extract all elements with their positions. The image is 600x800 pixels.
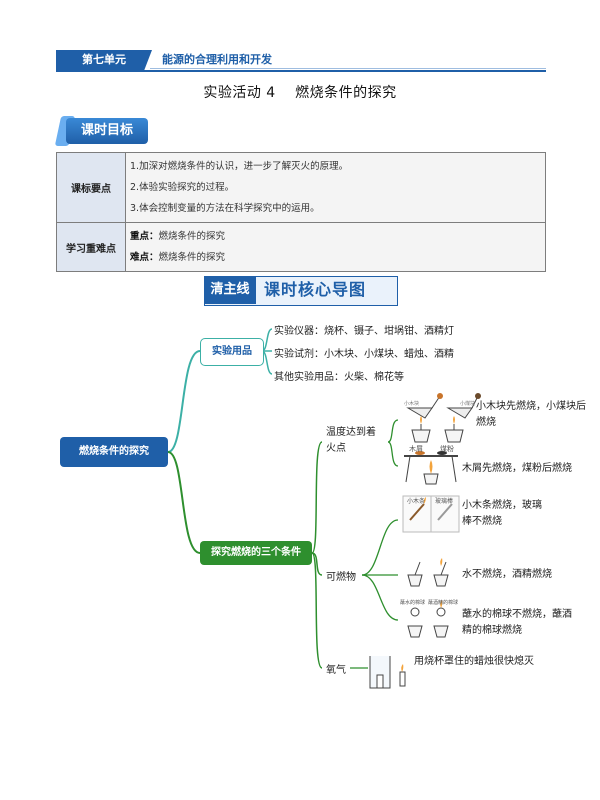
image-label: 小木条 <box>407 498 426 505</box>
supplies-item: 实验试剂：小木块、小煤块、蜡烛、酒精 <box>274 349 454 360</box>
illustration-cotton-balls <box>407 600 449 638</box>
result-text: 小木块先燃烧，小煤块后燃烧 <box>476 401 586 428</box>
condition-oxygen: 氧气 <box>326 665 346 676</box>
image-label: 木屑 <box>409 445 423 453</box>
mindmap-root: 燃烧条件的探究 <box>60 437 168 467</box>
mindmap-title: 课时核心导图 <box>264 280 367 299</box>
illustration-water-alcohol <box>407 558 449 587</box>
illustration-wood-coal <box>406 393 481 443</box>
row-content: 重点：燃烧条件的探究 难点：燃烧条件的探究 <box>125 222 546 272</box>
row-content: 1.加深对燃烧条件的认识，进一步了解灭火的原理。 2.体验实验探究的过程。 3.… <box>125 152 546 223</box>
illustration-stick-glassrod <box>402 495 460 533</box>
supplies-item: 实验仪器：烧杯、镊子、坩埚钳、酒精灯 <box>274 326 454 337</box>
result-text: 水不燃烧，酒精燃烧 <box>462 569 552 580</box>
image-label: 蘸水的棉球 <box>400 600 426 606</box>
supplies-item: 其他实验用品：火柴、棉花等 <box>274 372 404 383</box>
unit-tab: 第七单元 <box>56 50 152 70</box>
header-rule-thin <box>150 68 546 69</box>
table-row: 课标要点 1.加深对燃烧条件的认识，进一步了解灭火的原理。 2.体验实验探究的过… <box>56 152 546 223</box>
row-label: 学习重难点 <box>56 222 126 272</box>
branch-supplies: 实验用品 <box>200 338 264 366</box>
branch-conditions: 探究燃烧的三个条件 <box>200 541 312 565</box>
row-label: 课标要点 <box>56 152 126 223</box>
result-text: 木屑先燃烧，煤粉后燃烧 <box>462 463 572 474</box>
image-label: 玻璃棒 <box>435 498 454 505</box>
key-point: 重点：燃烧条件的探究 <box>130 231 226 242</box>
illustration-beaker-candle <box>369 656 406 689</box>
unit-topic: 能源的合理利用和开发 <box>162 53 272 66</box>
objective-item: 1.加深对燃烧条件的认识，进一步了解灭火的原理。 <box>130 161 349 172</box>
table-row: 学习重难点 重点：燃烧条件的探究 难点：燃烧条件的探究 <box>56 222 546 272</box>
page-title: 实验活动 4 燃烧条件的探究 <box>203 85 397 101</box>
objectives-badge: 课时目标 <box>66 118 148 144</box>
condition-fuel: 可燃物 <box>326 572 356 583</box>
condition-temperature: 温度达到着火点 <box>326 427 376 454</box>
objective-item: 2.体验实验探究的过程。 <box>130 182 235 193</box>
result-text: 用烧杯罩住的蜡烛很快熄灭 <box>414 656 534 667</box>
objectives-table: 课标要点 1.加深对燃烧条件的认识，进一步了解灭火的原理。 2.体验实验探究的过… <box>56 152 546 272</box>
image-label: 小木块 <box>404 401 420 407</box>
header-rule <box>56 70 546 72</box>
mindmap-tag: 清主线 <box>204 276 256 304</box>
image-label: 煤粉 <box>440 445 454 453</box>
image-label: 蘸酒精的棉球 <box>428 600 459 606</box>
image-label: 小煤块 <box>460 401 476 407</box>
illustration-sawdust-coalpowder <box>404 451 458 485</box>
result-text: 小木条燃烧，玻璃棒不燃烧 <box>462 500 542 527</box>
result-text: 蘸水的棉球不燃烧，蘸酒精的棉球燃烧 <box>462 609 572 636</box>
difficult-point: 难点：燃烧条件的探究 <box>130 252 226 263</box>
objective-item: 3.体会控制变量的方法在科学探究中的运用。 <box>130 203 320 214</box>
